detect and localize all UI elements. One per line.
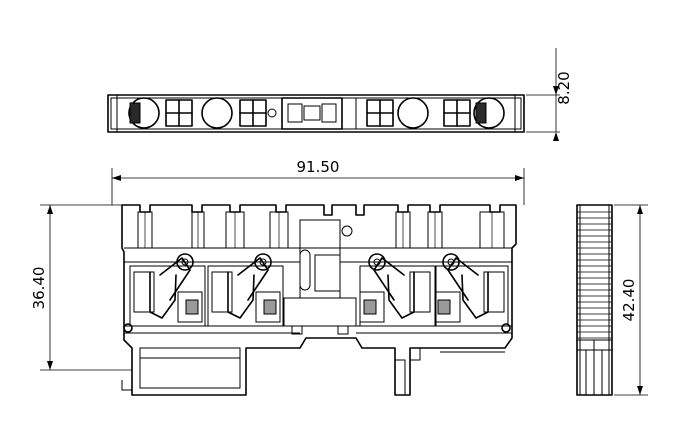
side-view — [576, 204, 613, 396]
front-view — [121, 204, 517, 396]
side-view-hatch — [577, 211, 612, 339]
front-view-center-post — [283, 219, 357, 327]
front-view-base — [121, 323, 512, 395]
front-view-outline — [121, 204, 517, 396]
clamp-unit-2 — [207, 253, 284, 327]
dimension-width: 91.50 — [111, 158, 525, 205]
dimension-side-height: 42.40 — [614, 204, 648, 396]
clamp-unit-1 — [129, 253, 206, 327]
front-view-ribs — [137, 211, 505, 249]
clamp-unit-4 — [435, 253, 509, 327]
dimension-top-height: 8.20 — [526, 48, 573, 141]
dimension-front-height: 36.40 — [30, 204, 132, 371]
top-view-openings — [128, 97, 505, 129]
top-view-cross-windows — [165, 99, 471, 127]
top-view-center — [267, 97, 357, 130]
width-label: 91.50 — [297, 158, 340, 176]
clamp-unit-3 — [359, 253, 436, 327]
front-height-label: 36.40 — [30, 267, 48, 310]
top-height-label: 8.20 — [555, 71, 573, 104]
side-height-label: 42.40 — [620, 279, 638, 322]
top-view — [107, 94, 525, 133]
